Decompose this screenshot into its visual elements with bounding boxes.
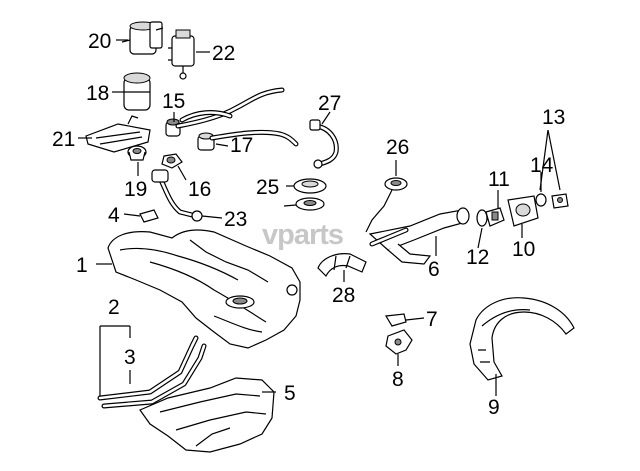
part-25-vent-hose[interactable] [309,119,339,169]
callout-labels: 20 22 18 15 21 17 19 16 4 23 27 25 26 11… [52,30,565,419]
part-10-filler-housing[interactable] [507,195,539,227]
vapor-lines [175,87,299,147]
part-18-fuel-filter[interactable] [123,72,151,111]
part-14-screw[interactable] [535,193,547,207]
callout-17: 17 [230,134,253,157]
callout-21: 21 [52,128,75,151]
callout-11: 11 [488,168,510,191]
part-20-fuel-pump[interactable] [121,21,164,55]
callout-25: 27 [318,92,341,115]
callout-6: 6 [428,258,440,281]
callout-4: 4 [108,204,120,227]
callout-28: 28 [332,284,355,307]
callout-20: 20 [88,30,111,53]
callout-14: 14 [530,154,554,177]
watermark: vparts [262,219,344,251]
part-5-tank-protector[interactable] [139,377,275,453]
part-3-tank-strap[interactable] [97,335,207,409]
callout-23: 25 [256,176,279,199]
callout-27: 26 [386,136,409,159]
part-9-fender-liner[interactable] [469,297,575,381]
part-15-vent-valve[interactable] [165,118,181,137]
callout-16: 16 [188,178,211,201]
callout-12: 12 [466,246,489,269]
callout-5: 5 [284,382,296,405]
part-26-hose[interactable] [151,169,203,222]
part-13-screw[interactable] [551,193,569,209]
callout-10: 10 [512,238,535,261]
part-1-fuel-tank[interactable] [107,229,301,349]
part-27-filler-cap[interactable] [365,177,408,233]
callout-19: 19 [124,178,147,201]
callout-13: 13 [542,106,565,129]
part-22-pump-bracket[interactable] [168,29,195,80]
part-28-filler-hose[interactable] [317,253,367,278]
callout-22: 22 [212,42,235,65]
callout-3: 3 [124,346,136,369]
callout-7: 7 [426,308,438,331]
callout-1: 1 [76,254,88,277]
part-12-gasket[interactable] [476,209,488,227]
part-7-clip[interactable] [385,313,407,327]
part-11-flange[interactable] [485,207,505,227]
part-16-clip[interactable] [161,153,183,169]
part-19-sender-gauge[interactable] [127,145,147,161]
callout-15: 15 [162,90,185,113]
leader-lines [78,39,561,396]
watermark-text: vparts [262,219,343,251]
part-4-bracket[interactable] [139,209,159,223]
part-8-bracket[interactable] [385,329,413,355]
callout-18: 18 [86,82,109,105]
callout-9: 9 [488,396,500,419]
callout-8: 8 [392,368,404,391]
part-6-filler-neck[interactable] [368,207,470,265]
callout-26: 23 [224,208,247,231]
callout-2: 2 [108,296,120,319]
part-21-strainer[interactable] [85,115,151,153]
part-23-grommet[interactable] [293,178,327,211]
